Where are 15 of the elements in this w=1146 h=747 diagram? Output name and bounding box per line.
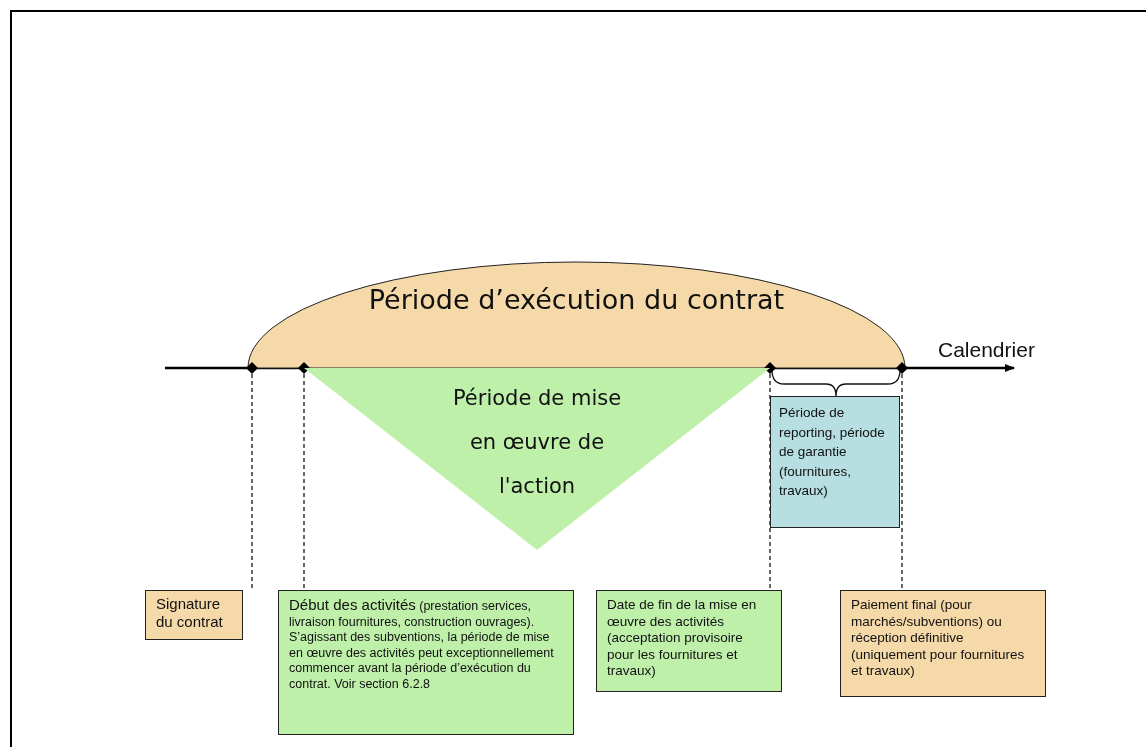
leader-line <box>901 373 903 591</box>
period-box: Période de reporting, période de garantie (fournitures, travaux) <box>770 396 900 528</box>
milestone-box: Date de fin de la mise en œuvre des activités (acceptation provisoire pour les fournitures et travaux) <box>596 590 782 692</box>
milestone-diamond <box>764 362 776 374</box>
milestone-diamond <box>896 362 908 374</box>
milestone-box: Paiement final (pour marchés/subventions) ou réception définitive (uniquement pour fournitures et travaux) <box>840 590 1046 697</box>
axis-label: Calendrier <box>938 338 1035 362</box>
half-ellipse-period: Période d’exécution du contrat <box>248 262 905 368</box>
milestone-diamond <box>246 362 258 374</box>
leader-line <box>303 373 305 591</box>
leader-line <box>769 373 771 591</box>
triangle-period: Période de mise en œuvre de l'action <box>304 368 770 550</box>
milestone-box: Début des activités (prestation services, livraison fournitures, construction ouvrages). S’agissant des subventions, la période de mise en œuvre des activités peut exceptionnellement commencer avant la période d’exécution du contrat. Voir section 6.2.8 <box>278 590 574 735</box>
leader-line <box>251 373 253 591</box>
milestone-box: Signature du contrat <box>145 590 243 640</box>
